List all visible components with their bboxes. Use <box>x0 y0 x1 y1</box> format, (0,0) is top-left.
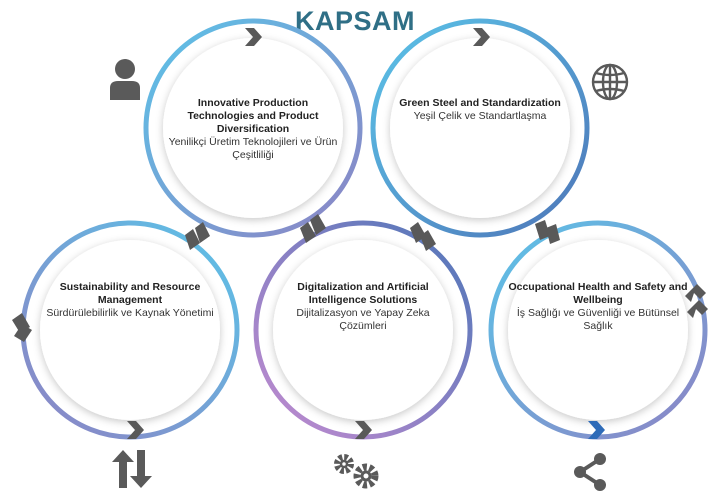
disc-4 <box>273 240 453 420</box>
ring-1 <box>143 18 363 238</box>
gears-icon <box>334 454 379 489</box>
topic-title-tr: Dijitalizasyon ve Yapay Zeka Çözümleri <box>296 307 430 332</box>
topic-card-2: Green Steel and Standardization Yeşil Çe… <box>390 97 570 123</box>
disc-2 <box>390 38 570 218</box>
topic-title-tr: İş Sağlığı ve Güvenliği ve Bütünsel Sağl… <box>516 307 680 332</box>
chevron-arrow-12 <box>14 324 32 342</box>
disc-3 <box>40 240 220 420</box>
chevron-arrow-15 <box>685 284 706 302</box>
chevron-arrow-13 <box>127 421 144 439</box>
topic-title-en: Green Steel and Standardization <box>399 97 561 109</box>
chevron-arrow-3 <box>195 222 210 243</box>
person-icon <box>110 59 140 100</box>
chevron-arrow-6 <box>310 214 326 235</box>
chevron-arrow-2 <box>473 28 490 46</box>
topic-title-en: Sustainability and Resource Management <box>59 281 201 306</box>
topic-card-3: Sustainability and Resource Management S… <box>40 281 220 320</box>
chevron-arrow-16 <box>687 300 708 318</box>
chevron-arrow-5 <box>300 222 316 243</box>
up-down-arrows-icon <box>112 450 152 488</box>
topic-title-en: Innovative Production Technologies and P… <box>187 97 319 135</box>
topic-title-en: Digitalization and Artificial Intelligen… <box>297 281 429 306</box>
topic-title-en: Occupational Health and Safety and Wellb… <box>508 281 688 306</box>
chevron-arrow-9 <box>535 220 550 240</box>
topic-title-tr: Yenilikçi Üretim Teknolojileri ve Ürün Ç… <box>168 136 338 161</box>
chevron-arrow-14 <box>355 421 372 439</box>
chevron-arrow-4 <box>185 229 200 250</box>
globe-icon <box>591 63 629 101</box>
disc-1 <box>163 38 343 218</box>
topic-card-1: Innovative Production Technologies and P… <box>163 97 343 162</box>
topic-card-5: Occupational Health and Safety and Wellb… <box>508 281 688 333</box>
disc-5 <box>508 240 688 420</box>
topic-card-4: Digitalization and Artificial Intelligen… <box>273 281 453 333</box>
topic-title-tr: Yeşil Çelik ve Standartlaşma <box>413 110 547 122</box>
page-title: KAPSAM <box>294 6 415 36</box>
ring-2 <box>370 18 590 238</box>
chevron-arrow-8 <box>420 230 436 251</box>
chevron-arrow-1 <box>245 28 262 46</box>
topic-title-tr: Sürdürülebilirlik ve Kaynak Yönetimi <box>46 307 214 319</box>
share-icon <box>574 453 606 491</box>
chevron-arrow-10 <box>546 224 560 244</box>
chevron-arrow-blue <box>588 421 605 439</box>
